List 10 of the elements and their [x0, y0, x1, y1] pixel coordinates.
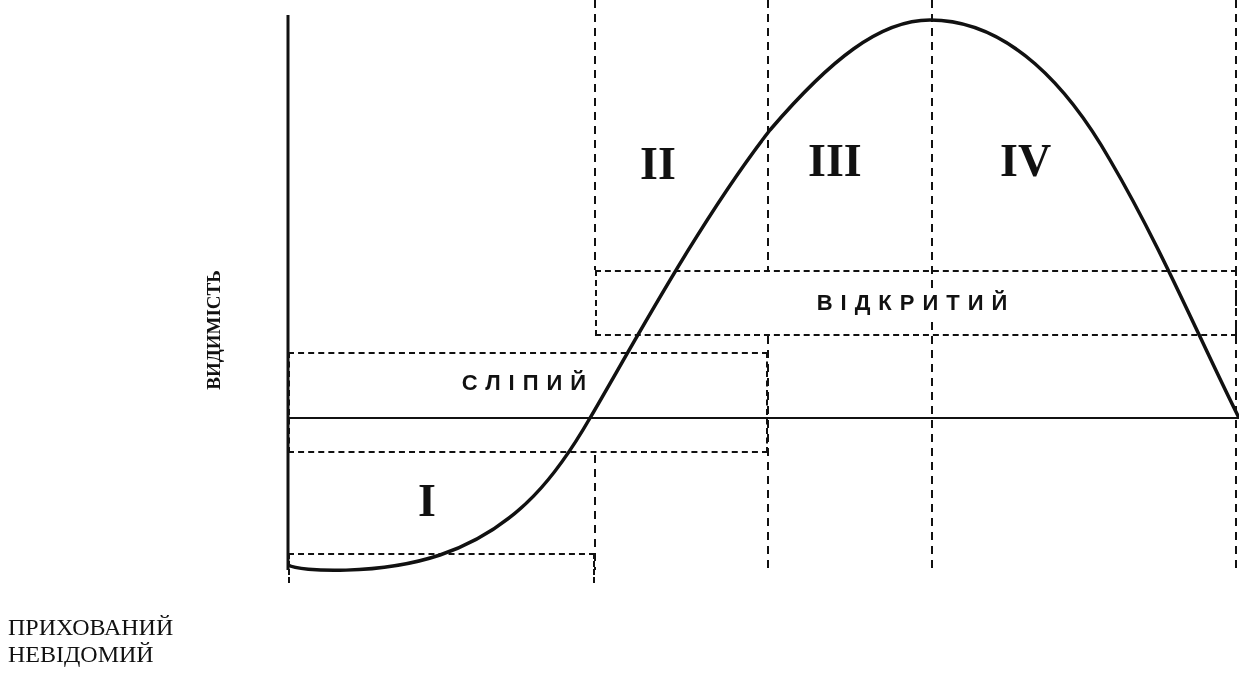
stage-numeral: I — [418, 478, 436, 524]
stage-numeral: II — [640, 141, 676, 187]
category-label: НЕВІДОМИЙ — [8, 642, 154, 666]
axis-label: ВИДИМІСТЬ — [203, 270, 223, 390]
dashed-band — [288, 553, 595, 583]
dashed-band — [288, 352, 768, 453]
dashed-band — [595, 270, 1237, 336]
stage-numeral: IV — [1000, 138, 1052, 184]
category-label: ПРИХОВАНИЙ — [8, 615, 174, 639]
stage-numeral: III — [808, 138, 862, 184]
